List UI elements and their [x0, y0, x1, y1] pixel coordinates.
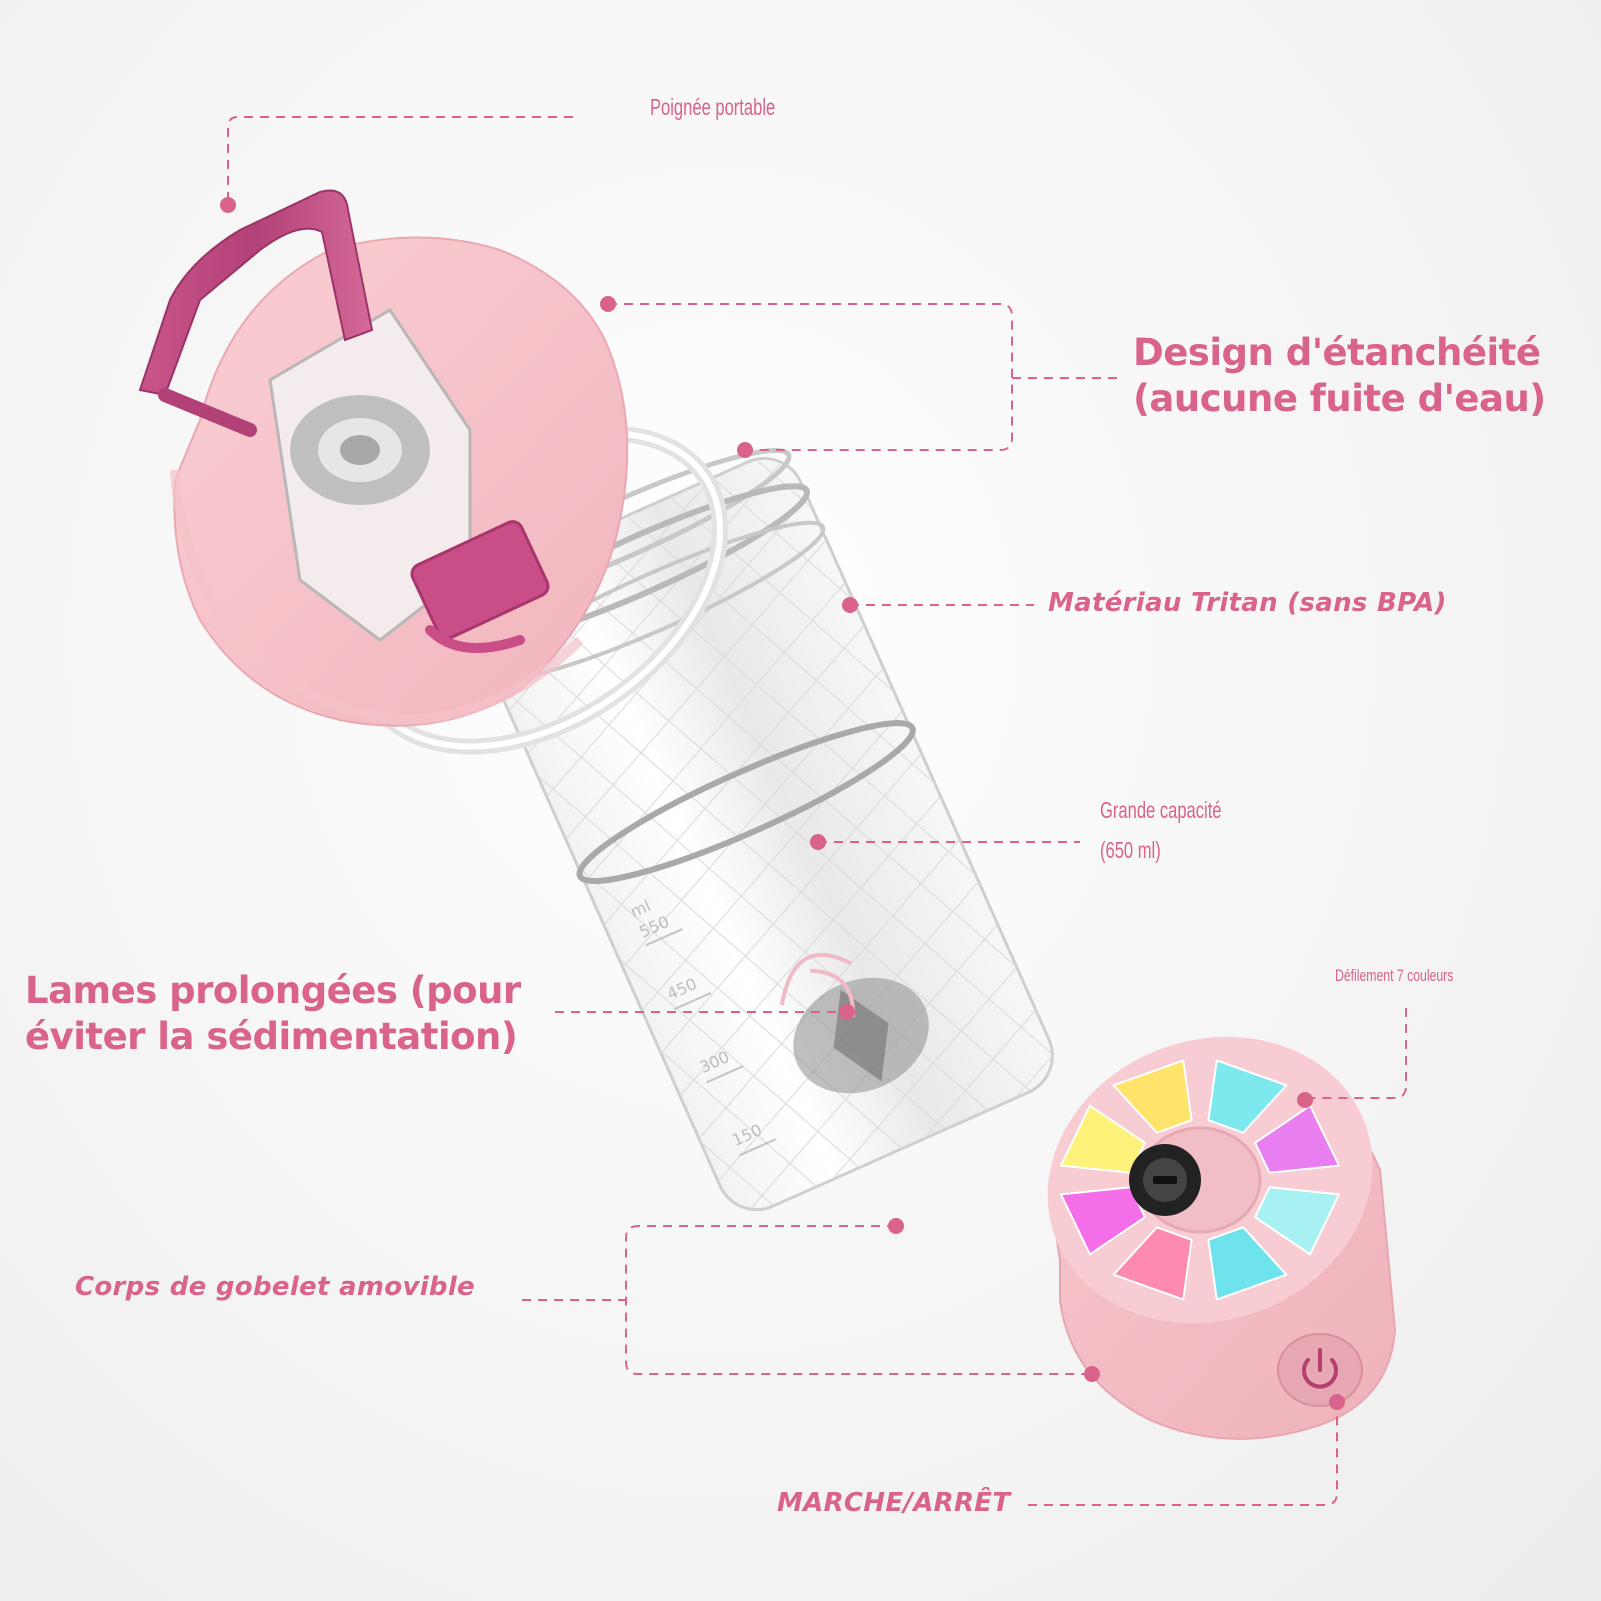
latch: [410, 520, 550, 653]
label-material: Matériau Tritan (sans BPA): [1048, 588, 1447, 618]
led-segment: [1254, 1186, 1340, 1256]
leader-removable-bracket: [625, 1225, 1090, 1375]
power-icon: [1302, 1348, 1338, 1389]
label-blades: Lames prolongées (pour éviter la sédimen…: [25, 968, 521, 1060]
label-blades-line2: éviter la sédimentation): [25, 1015, 518, 1058]
cup-body: ml 550 450 300 150: [456, 447, 1054, 1212]
label-removable: Corps de gobelet amovible: [75, 1272, 475, 1302]
leader-colors: [1305, 1008, 1407, 1099]
dot-colors: [1297, 1092, 1313, 1108]
label-capacity-line2: (650 ml): [1100, 837, 1161, 863]
base: [1047, 1036, 1397, 1440]
label-capacity: Grande capacité (650 ml): [1100, 790, 1222, 870]
dot-removable: [888, 1218, 904, 1234]
led-segment: [1060, 1104, 1146, 1174]
label-seal: Design d'étanchéité (aucune fuite d'eau): [1133, 330, 1546, 422]
label-power: MARCHE/ARRÊT: [777, 1488, 1011, 1518]
label-colors: Défilement 7 couleurs: [1335, 966, 1454, 985]
led-ring: [1060, 1059, 1340, 1301]
led-segment: [1207, 1226, 1288, 1301]
leader-handle: [227, 116, 573, 203]
led-segment: [1254, 1104, 1340, 1174]
leader-power: [1028, 1404, 1338, 1506]
leader-dots: [220, 197, 1345, 1410]
label-seal-line1: Design d'étanchéité: [1133, 331, 1541, 374]
led-segment: [1112, 1059, 1193, 1134]
dot-blades: [839, 1004, 855, 1020]
led-segment: [1112, 1226, 1193, 1301]
dot-power: [1329, 1394, 1345, 1410]
label-capacity-line1: Grande capacité: [1100, 797, 1222, 823]
dot-capacity: [810, 834, 826, 850]
dot-handle: [220, 197, 236, 213]
dot-removable-bottom: [1084, 1366, 1100, 1382]
dot-seal-top: [600, 296, 616, 312]
leader-seal-top: [608, 303, 1013, 451]
led-segment: [1207, 1059, 1288, 1134]
label-blades-line1: Lames prolongées (pour: [25, 969, 521, 1012]
lid: [138, 189, 629, 727]
leader-lines: [227, 116, 1407, 1506]
dot-material: [842, 597, 858, 613]
dot-seal-bottom: [737, 442, 753, 458]
spout: [268, 307, 472, 642]
label-seal-line2: (aucune fuite d'eau): [1133, 377, 1546, 420]
power-button[interactable]: [1277, 1333, 1363, 1407]
handle: [138, 189, 374, 437]
usb-port-icon: [1129, 1144, 1201, 1216]
label-handle: Poignée portable: [650, 94, 776, 120]
